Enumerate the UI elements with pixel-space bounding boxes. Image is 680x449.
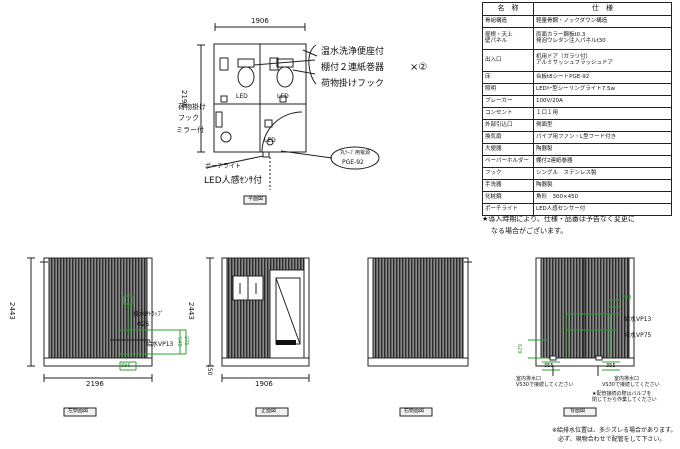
spec-cell: 照明: [482, 83, 534, 96]
bottom-note-2: 必ず、現物合わせで配管をして下さい。: [558, 436, 666, 443]
spec-cell: 陶器製: [533, 143, 672, 156]
callout-line-2: 棚付２連紙巻器: [321, 63, 385, 73]
left-drain-p-size: Φ25: [137, 321, 150, 328]
callout-multiplier: ×②: [410, 62, 428, 73]
spec-cell: 屋根・天上 壁パネル: [482, 27, 534, 50]
spec-cell: コンセント: [482, 107, 534, 120]
spec-cell: LEDﾊｰ型シーリングライト7.5w: [533, 83, 672, 96]
back-drain-label: 排水VP75: [624, 332, 652, 339]
spec-header-spec: 仕 様: [533, 2, 672, 16]
left-dim-height: 2443: [8, 302, 16, 320]
plan-led-left: LED: [236, 93, 248, 100]
spec-table: 名 称 仕 様 骨組構造軽量骨鋼・ノックダウン構造 屋根・天上 壁パネル両面カラ…: [482, 2, 672, 216]
back-dim-top: 233: [622, 295, 632, 301]
callout-line-3: 荷物掛けフック: [321, 79, 385, 89]
spec-cell: 机用ドア（ガラリ付） アルミサッシュフラッシュドア: [533, 49, 672, 72]
right-view-label: 右側面図: [404, 408, 425, 414]
front-view: [206, 257, 310, 417]
spec-cell: LED人感センサー付: [533, 203, 672, 216]
left-view-label: 左側面図: [68, 408, 89, 414]
spec-cell: 換気扇: [482, 131, 534, 144]
back-dim-right-2: 355: [606, 363, 616, 369]
back-view-label: 背面図: [570, 408, 586, 414]
porch-light-sensor-label: LED人感ｾﾝｻ付: [204, 176, 263, 186]
spec-cell: 床: [482, 71, 534, 84]
spec-cell: 大便器: [482, 143, 534, 156]
lantern-bottom-label: PGE-92: [342, 159, 364, 166]
import-note-line-1: ★導入時期により、仕様・品番は予告なく変更に: [482, 215, 635, 223]
spec-cell: フック: [482, 167, 534, 180]
back-view: [528, 257, 635, 417]
left-dim-275: 275: [183, 336, 189, 346]
right-side-view: [367, 257, 472, 417]
spec-cell: 棚付2連紙巻器: [533, 155, 672, 168]
plan-hook-label: 荷物掛け フック: [178, 103, 206, 122]
plan-view-label: 平面図: [248, 196, 264, 202]
spec-cell: 外部引込口: [482, 119, 534, 132]
back-small-note-1: ★配管接続の際はバルブを: [592, 391, 652, 397]
spec-cell: 合板t8シートPGE-92: [533, 71, 672, 84]
front-dim-base: 150: [206, 364, 213, 376]
bottom-note-1: ※給排水位置は、多少ズレる場合があります。: [552, 427, 677, 434]
plan-led-center: LED: [264, 137, 276, 144]
spec-cell: １口１用: [533, 107, 672, 120]
spec-cell: ペーパーホルダー: [482, 155, 534, 168]
plan-dim-width: 1906: [251, 17, 269, 25]
back-small-note-2: 閉じてから作業してください: [592, 397, 657, 403]
left-dim-width: 2196: [86, 380, 104, 388]
spec-cell: 両面カラー鋼板t0.3 発泡ウレタン注入パネルt30: [533, 27, 672, 50]
back-dim-left-2: 355: [544, 363, 554, 369]
left-supply-label: 給水VP13: [146, 341, 174, 348]
spec-cell: 角形 300×450: [533, 191, 672, 204]
front-dim-height: 2443: [187, 302, 195, 320]
left-side-view: [27, 257, 187, 417]
porch-light-label: ポーチライト: [205, 163, 242, 170]
spec-cell: 骨組構造: [482, 15, 534, 28]
spec-cell: 軽量骨鋼・ノックダウン構造: [533, 15, 672, 28]
spec-cell: 化粧鏡: [482, 191, 534, 204]
back-note-left-2: VS30で接続してください: [516, 382, 574, 388]
spec-cell: ブレーカー: [482, 95, 534, 108]
back-dim-left: 629: [516, 344, 522, 354]
plan-view: [197, 23, 380, 205]
spec-cell: 陶器製: [533, 179, 672, 192]
back-note-right-1: 室内排水口: [614, 376, 640, 382]
front-dim-width: 1906: [255, 380, 273, 388]
left-drain-p-label: 排水Pﾄﾗｯﾌﾟ: [133, 311, 164, 318]
left-dim-540: 540: [176, 337, 182, 347]
spec-cell: 出入口: [482, 49, 534, 72]
plan-mirror-label: ミラー付: [176, 126, 204, 134]
left-dim-395: 395: [121, 363, 131, 369]
spec-cell: 手洗器: [482, 179, 534, 192]
spec-cell: 側面型: [533, 119, 672, 132]
back-supply-label: 給水VP13: [624, 316, 652, 323]
callout-line-1: 温水洗浄便座付: [321, 47, 385, 57]
spec-header-name: 名 称: [482, 2, 534, 16]
import-note-line-2: なる場合がございます。: [491, 227, 568, 235]
spec-cell: シングル ステンレス製: [533, 167, 672, 180]
back-note-right-2: VS30で接続してください: [602, 382, 660, 388]
back-note-left-1: 室内排水口: [516, 376, 542, 382]
spec-cell: 100V/20A: [533, 95, 672, 108]
plan-led-right: LED: [277, 93, 289, 100]
lantern-top-label: 丸ﾃｰﾌﾞ用電源: [340, 150, 371, 156]
front-view-label: 正面図: [261, 408, 277, 414]
spec-cell: パイプ用ファン・L型フード付き: [533, 131, 672, 144]
